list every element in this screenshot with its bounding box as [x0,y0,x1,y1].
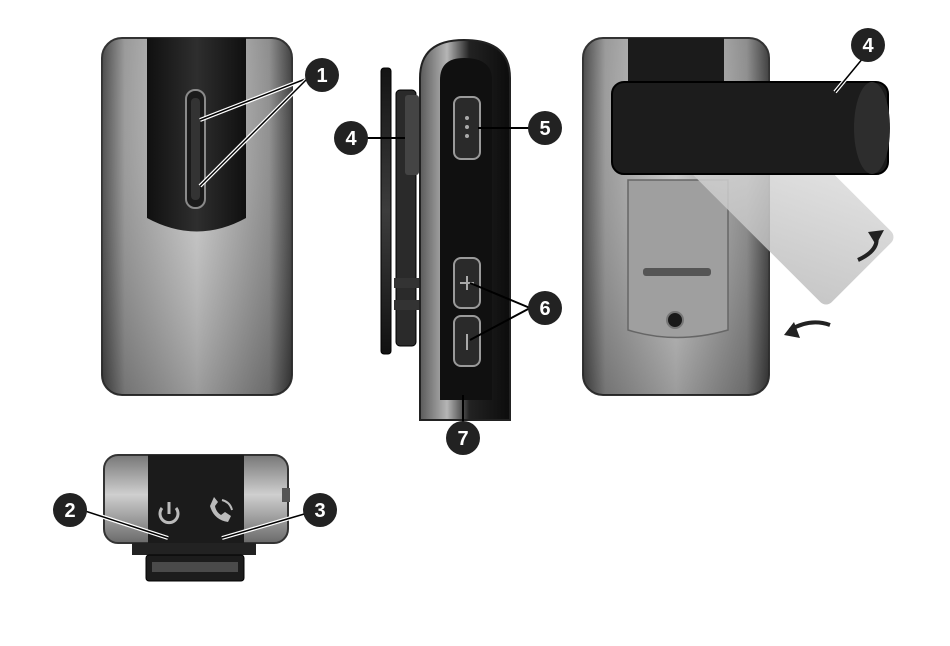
side-view [366,40,530,425]
reset-hole [667,312,683,328]
back-view [583,38,897,395]
callout-4-back: 4 [851,28,885,62]
belt-clip [381,68,391,354]
callout-4-back-label: 4 [862,35,874,57]
callout-6-label: 6 [539,298,550,320]
callout-3: 3 [303,493,337,527]
callout-2-label: 2 [64,500,75,522]
callout-4-side-label: 4 [345,128,357,150]
back-belt-clip [612,82,888,174]
callout-5-label: 5 [539,118,550,140]
callout-5: 5 [528,111,562,145]
callout-4-side: 4 [334,121,368,155]
callout-3-label: 3 [314,500,325,522]
top-view [82,455,318,581]
front-view [102,38,308,395]
callout-1: 1 [305,58,339,92]
callout-1-label: 1 [316,65,327,87]
callout-2: 2 [53,493,87,527]
callout-6: 6 [528,291,562,325]
callout-7: 7 [446,421,480,455]
callout-7-label: 7 [457,428,468,450]
